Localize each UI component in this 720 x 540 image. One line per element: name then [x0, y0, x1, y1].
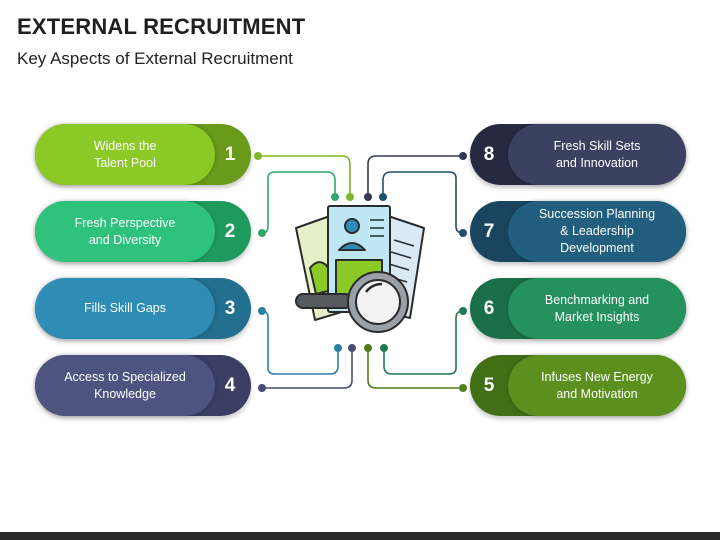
item-3-number: 3 [224, 297, 236, 319]
item-5-label-box: Infuses New Energy and Motivation [508, 355, 686, 416]
item-1-label-box: Widens the Talent Pool [35, 124, 215, 185]
dot-4b [348, 344, 356, 352]
item-3-label-box: Fills Skill Gaps [35, 278, 215, 339]
item-6-label: Benchmarking and Market Insights [544, 292, 650, 324]
item-7-label: Succession Planning & Leadership Develop… [538, 207, 656, 255]
dot-3 [258, 307, 266, 315]
dot-5 [459, 384, 467, 392]
connector-1 [258, 155, 351, 196]
item-1-number: 1 [224, 143, 236, 165]
item-2-number: 2 [224, 220, 236, 242]
dot-2b [331, 193, 339, 201]
connector-4 [262, 348, 353, 389]
connector-8 [367, 155, 463, 196]
dot-2 [258, 229, 266, 237]
connector-7 [382, 171, 464, 234]
dot-6b [380, 344, 388, 352]
dot-3b [334, 344, 342, 352]
item-4-number: 4 [224, 374, 236, 396]
item-2-label: Fresh Perspective and Diversity [74, 215, 176, 247]
item-4-label-box: Access to Specialized Knowledge [35, 355, 215, 416]
dot-7b [379, 193, 387, 201]
item-8-pill: Fresh Skill Sets and Innovation 8 [470, 124, 686, 185]
item-8-label: Fresh Skill Sets and Innovation [553, 138, 641, 170]
item-7-pill: Succession Planning & Leadership Develop… [470, 201, 686, 262]
dot-5b [364, 344, 372, 352]
connector-dots [254, 152, 467, 392]
dot-1b [346, 193, 354, 201]
item-5-number: 5 [483, 374, 495, 396]
page-title: EXTERNAL RECRUITMENT [17, 14, 306, 39]
dot-4 [258, 384, 266, 392]
item-3-pill: Fills Skill Gaps 3 [35, 278, 251, 339]
item-4-label: Access to Specialized Knowledge [64, 369, 186, 401]
item-6-label-box: Benchmarking and Market Insights [508, 278, 686, 339]
resume-search-icon [295, 205, 425, 333]
item-8-label-box: Fresh Skill Sets and Innovation [508, 124, 686, 185]
item-5-label: Infuses New Energy and Motivation [541, 369, 653, 401]
item-8-number: 8 [483, 143, 495, 165]
connector-2 [261, 171, 336, 234]
footer-bar [0, 532, 720, 540]
item-5-pill: Infuses New Energy and Motivation 5 [470, 355, 686, 416]
connector-5 [367, 348, 463, 389]
connector-3 [261, 310, 339, 375]
item-3-label: Fills Skill Gaps [84, 301, 166, 315]
item-2-label-box: Fresh Perspective and Diversity [35, 201, 215, 262]
page-subtitle: Key Aspects of External Recruitment [17, 49, 293, 68]
connector-lines [258, 155, 464, 389]
item-2-pill: Fresh Perspective and Diversity 2 [35, 201, 251, 262]
item-1-pill: Widens the Talent Pool 1 [35, 124, 251, 185]
item-7-label-box: Succession Planning & Leadership Develop… [508, 201, 686, 262]
connector-6 [383, 310, 464, 375]
dot-8 [459, 152, 467, 160]
item-6-number: 6 [483, 297, 495, 319]
item-7-number: 7 [483, 220, 495, 242]
item-4-pill: Access to Specialized Knowledge 4 [35, 355, 251, 416]
dot-7 [459, 229, 467, 237]
item-1-label: Widens the Talent Pool [93, 138, 157, 170]
dot-8b [364, 193, 372, 201]
item-6-pill: Benchmarking and Market Insights 6 [470, 278, 686, 339]
dot-6 [459, 307, 467, 315]
dot-1 [254, 152, 262, 160]
